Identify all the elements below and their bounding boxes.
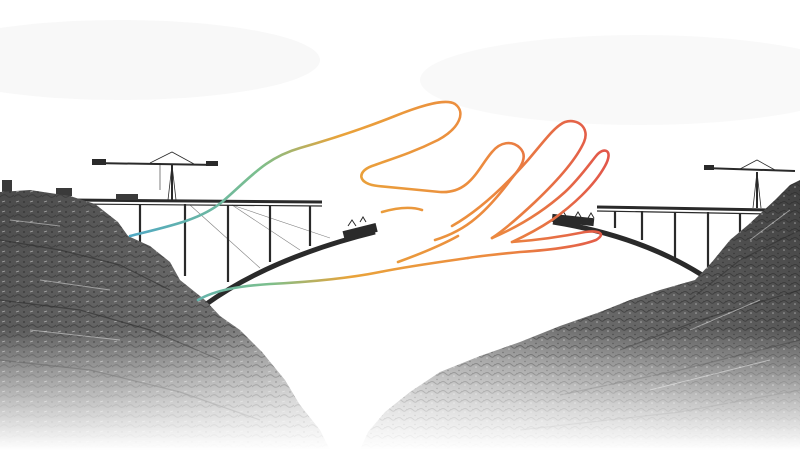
left-bridge-half xyxy=(69,198,378,308)
hand-outline xyxy=(128,100,610,302)
bottom-fade xyxy=(0,330,800,450)
left-crane xyxy=(91,151,219,201)
hand-lower-wrist xyxy=(196,256,470,302)
left-cliff-buildings xyxy=(2,180,138,200)
hand-thumb-fold xyxy=(380,206,424,214)
hand-palm-crease xyxy=(396,234,460,264)
hand-ring-finger xyxy=(490,149,610,244)
hand-thumb-and-upper-wrist xyxy=(128,100,494,238)
hand-little-finger xyxy=(466,230,603,260)
hand-middle-finger xyxy=(450,119,587,240)
right-crane xyxy=(703,159,796,209)
right-bridge-half xyxy=(551,205,771,278)
